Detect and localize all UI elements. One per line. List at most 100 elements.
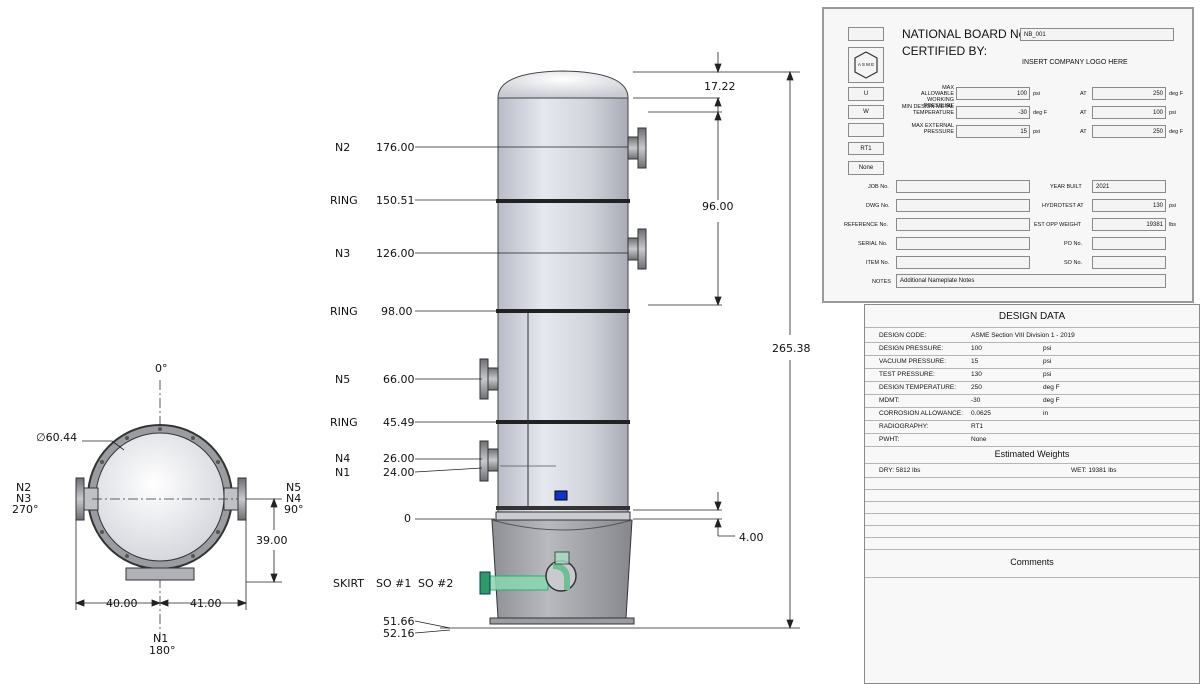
nameplate-tag-u: U (848, 87, 884, 101)
design-row: TEST PRESSURE: 130 psi (865, 368, 1199, 382)
ref-label: REFERENCE No. (844, 222, 889, 228)
mawp-temp-field[interactable]: 250 (1092, 87, 1166, 100)
mawp-field[interactable]: 100 (956, 87, 1030, 100)
design-key: TEST PRESSURE: (879, 371, 935, 378)
elev-n3: 126.00 (376, 247, 415, 260)
dim-n2-n3: 96.00 (702, 200, 734, 213)
mawp-unit: psi (1033, 91, 1041, 97)
label-so1: SO #1 (376, 577, 412, 590)
mep-field[interactable]: 15 (956, 125, 1030, 138)
nameplate-tag-w: W (848, 105, 884, 119)
elev-n5: 66.00 (383, 373, 415, 386)
nozzle-n3 (627, 228, 647, 270)
design-unit: psi (1043, 358, 1052, 365)
weight-label: EST OPP WEIGHT (1034, 222, 1082, 228)
nozzle-n2 (627, 127, 647, 169)
plan-diameter: ∅60.44 (36, 431, 78, 444)
label-so2: SO #2 (418, 577, 454, 590)
so-field[interactable] (1092, 256, 1166, 269)
elev-zero: 0 (404, 512, 411, 525)
plan-left-n3: N3 (16, 492, 32, 505)
mep-unit: psi (1033, 129, 1041, 135)
elev-ring-1: 150.51 (376, 194, 415, 207)
hydro-field[interactable]: 130 (1092, 199, 1166, 212)
mawp-temp-unit: deg F (1169, 91, 1184, 97)
design-value: None (971, 436, 987, 443)
skirt-pipe (485, 575, 549, 591)
label-skirt: SKIRT (333, 577, 365, 590)
design-value: 0.0625 (971, 410, 991, 417)
dwg-field[interactable] (896, 199, 1030, 212)
design-row: VACUUM PRESSURE: 15 psi (865, 355, 1199, 369)
elev-n2: 176.00 (376, 141, 415, 154)
serial-label: SERIAL No. (858, 241, 888, 247)
plan-right-dim: 41.00 (190, 597, 222, 610)
label-n3: N3 (335, 247, 351, 260)
so-label: SO No. (1064, 260, 1083, 266)
asme-letters: A S M E (857, 62, 875, 67)
weights-title: Estimated Weights (994, 449, 1070, 459)
design-key: VACUUM PRESSURE: (879, 358, 947, 365)
mep-at: AT (1080, 129, 1087, 135)
nameplate-tag-0 (848, 27, 884, 41)
design-unit: in (1043, 410, 1049, 417)
mep-temp-field[interactable]: 250 (1092, 125, 1166, 138)
dry-weight: DRY: 5812 lbs (879, 467, 921, 474)
elev-bottom-1: 51.66 (383, 615, 415, 628)
label-n4: N4 (335, 452, 351, 465)
year-label: YEAR BUILT (1050, 184, 1082, 190)
plan-vert-dim: 39.00 (256, 534, 288, 547)
design-key: RADIOGRAPHY: (879, 423, 929, 430)
label-ring-1: RING (330, 194, 358, 207)
mdmt-pressure-field[interactable]: 100 (1092, 106, 1166, 119)
mep-label: MAX EXTERNAL PRESSURE (911, 123, 954, 135)
notes-field[interactable]: Additional Nameplate Notes (896, 274, 1166, 288)
mdmt-field[interactable]: -30 (956, 106, 1030, 119)
design-row: DESIGN CODE:ASME Section VIII Division 1… (865, 329, 1199, 343)
po-label: PO No. (1064, 241, 1083, 247)
design-key: DESIGN TEMPERATURE: (879, 384, 957, 391)
design-unit: deg F (1043, 397, 1060, 404)
nameplate-tag-none: None (848, 161, 884, 175)
design-data-title: DESIGN DATA (998, 311, 1066, 322)
dim-top-head: 17.22 (704, 80, 736, 93)
plan-right-deg: 90° (284, 503, 304, 516)
plan-left-deg: 270° (12, 503, 39, 516)
design-value: -30 (971, 397, 981, 404)
serial-field[interactable] (896, 237, 1030, 250)
nameplate-tag-rt1: RT1 (848, 142, 884, 155)
mdmt-label: MIN DESIGN METAL TEMPERATURE (901, 104, 954, 116)
nameplate-panel: NATIONAL BOARD No: NB_001 CERTIFIED BY: … (822, 7, 1194, 303)
job-field[interactable] (896, 180, 1030, 193)
nozzle-n4 (479, 440, 499, 482)
national-board-field[interactable]: NB_001 (1020, 28, 1174, 41)
po-field[interactable] (1092, 237, 1166, 250)
plan-right-n5: N5 (286, 481, 302, 494)
item-label: ITEM No. (866, 260, 890, 266)
design-unit: psi (1043, 371, 1052, 378)
comments-title: Comments (1010, 557, 1054, 567)
item-field[interactable] (896, 256, 1030, 269)
top-head (497, 70, 629, 99)
elev-n1: 24.00 (383, 466, 415, 479)
ref-field[interactable] (896, 218, 1030, 231)
label-n2: N2 (335, 141, 351, 154)
design-key: CORROSION ALLOWANCE: (879, 410, 963, 417)
design-value: 130 (971, 371, 982, 378)
label-n1: N1 (335, 466, 351, 479)
year-field[interactable]: 2021 (1092, 180, 1166, 193)
design-value: 15 (971, 358, 979, 365)
design-key: DESIGN CODE: (879, 332, 927, 339)
ring-3 (496, 420, 630, 424)
dwg-label: DWG No. (866, 203, 890, 209)
national-board-label: NATIONAL BOARD No: (902, 27, 1029, 41)
certified-by-label: CERTIFIED BY: (902, 44, 988, 58)
elev-n4: 26.00 (383, 452, 415, 465)
weight-field[interactable]: 19381 (1092, 218, 1166, 231)
nameplate-bracket (554, 490, 568, 501)
design-row: RADIOGRAPHY:RT1 (865, 420, 1199, 434)
plan-shell-inner (95, 432, 225, 562)
